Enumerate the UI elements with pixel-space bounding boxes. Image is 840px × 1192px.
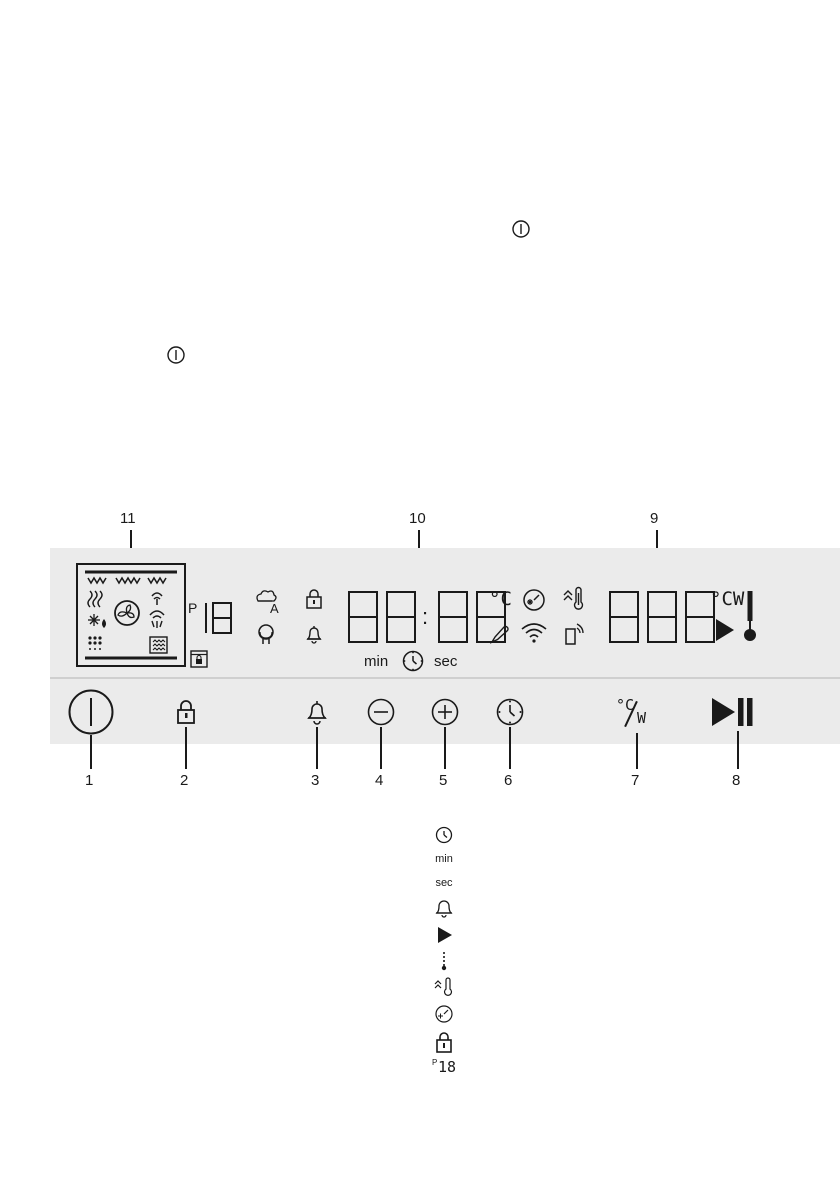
clock-indicator-icon	[402, 650, 424, 672]
legend-clock-icon	[432, 826, 456, 844]
legend-sec-label: sec	[428, 877, 460, 889]
callout-2: 2	[180, 773, 188, 788]
callout-8: 8	[732, 773, 740, 788]
callout-3: 3	[311, 773, 319, 788]
time-digit	[348, 591, 378, 643]
leader-line-6	[509, 727, 511, 769]
minus-button[interactable]	[367, 698, 395, 726]
leader-line-3	[316, 727, 318, 769]
panel-divider	[50, 677, 840, 679]
minute-minder-button[interactable]	[306, 698, 328, 726]
celsius-unit: °C	[489, 588, 512, 610]
callout-6: 6	[504, 773, 512, 788]
leader-line-7	[636, 733, 638, 769]
legend-program-prefix: P	[432, 1058, 437, 1067]
leader-line-2	[185, 727, 187, 769]
time-function-button[interactable]	[496, 698, 524, 726]
callout-9: 9	[650, 511, 658, 526]
program-number-display	[201, 601, 235, 635]
callout-10: 10	[409, 511, 426, 526]
power-symbol-icon	[166, 345, 186, 365]
legend-bell-icon	[432, 898, 456, 918]
food-probe-icon	[489, 622, 511, 644]
bell-indicator-icon	[305, 623, 323, 645]
start-pause-button[interactable]	[711, 697, 755, 727]
leader-line-8	[737, 731, 739, 769]
callout-5: 5	[439, 773, 447, 788]
legend-play-icon	[432, 926, 456, 944]
auto-letter: A	[270, 601, 279, 616]
leader-line-5	[444, 727, 446, 769]
callout-7: 7	[631, 773, 639, 788]
sec-label: sec	[434, 653, 457, 670]
callout-1: 1	[85, 773, 93, 788]
callout-11: 11	[120, 511, 136, 526]
core-temperature-indicator-icon	[743, 591, 757, 643]
legend-min-label: min	[428, 853, 460, 865]
time-digit	[438, 591, 468, 643]
on-off-button[interactable]	[68, 689, 114, 735]
legend-heat-up-thermometer-icon	[432, 977, 456, 997]
legend-program-label: 18	[438, 1058, 456, 1076]
wifi-icon	[520, 622, 548, 644]
leader-line-1	[90, 735, 92, 769]
program-prefix: P	[188, 600, 197, 616]
legend-core-temperature-icon	[432, 951, 456, 971]
temp-digit	[609, 591, 639, 643]
heat-up-thermometer-icon	[562, 587, 584, 611]
min-label: min	[364, 653, 388, 670]
power-symbol-icon	[511, 219, 531, 239]
temperature-display	[609, 591, 723, 643]
rapid-heat-up-icon	[522, 588, 546, 612]
lock-indicator-icon	[306, 589, 322, 609]
legend-program-indicator: P 18	[432, 1058, 460, 1078]
temp-power-bottom: W	[637, 709, 646, 727]
temp-unit-cw: °CW	[710, 588, 744, 610]
remote-control-icon	[564, 622, 584, 646]
temp-digit	[647, 591, 677, 643]
callout-4: 4	[375, 773, 383, 788]
heating-functions-area	[76, 563, 186, 667]
door-lock-icon	[190, 650, 208, 668]
plus-button[interactable]	[431, 698, 459, 726]
time-colon: :	[422, 591, 432, 643]
lock-button[interactable]	[176, 699, 196, 725]
play-indicator-icon	[715, 618, 735, 642]
time-digit	[386, 591, 416, 643]
legend-rapid-heat-up-icon	[432, 1004, 456, 1024]
legend-lock-icon	[432, 1030, 456, 1054]
leader-line-4	[380, 727, 382, 769]
assisted-cooking-icon	[255, 623, 277, 645]
temperature-power-button[interactable]: °C W	[616, 696, 656, 730]
